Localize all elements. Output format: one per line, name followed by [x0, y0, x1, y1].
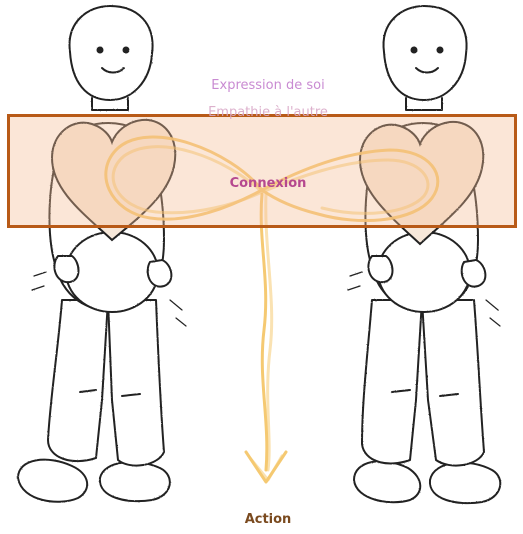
connexion-highlight-box — [7, 114, 517, 228]
down-arrow-icon — [246, 194, 286, 482]
action-label: Action — [245, 512, 292, 527]
empathie-label: Empathie à l'autre — [208, 105, 328, 120]
connexion-label: Connexion — [230, 176, 307, 191]
right-person-icon — [348, 6, 500, 503]
left-person-icon — [18, 6, 186, 502]
expression-label: Expression de soi — [211, 78, 324, 93]
